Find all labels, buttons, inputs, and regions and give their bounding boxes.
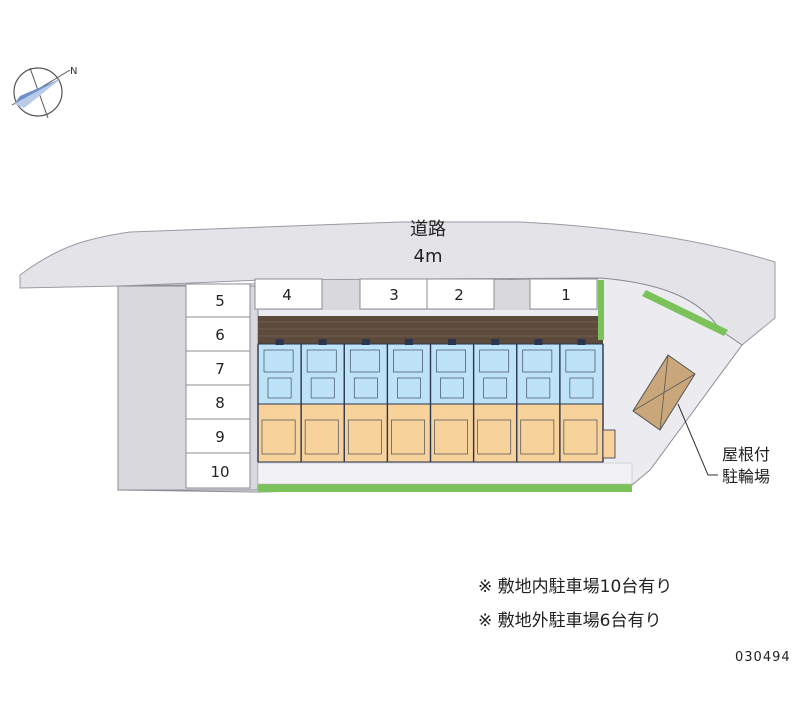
unit-room-main (347, 419, 382, 455)
parking-label-10: 10 (210, 463, 229, 481)
unit-room-upper (565, 349, 596, 373)
parking-label-8: 8 (215, 394, 225, 412)
unit-room-bath (310, 377, 335, 399)
parking-stall-10 (185, 452, 251, 489)
parking-label-9: 9 (215, 428, 225, 446)
apartment-building (257, 316, 604, 463)
unit-room-upper (522, 349, 553, 373)
unit-room-main (477, 419, 512, 455)
parking-label-5: 5 (215, 292, 225, 310)
unit-entrance-step (404, 339, 413, 345)
grass-strip-diagonal (642, 290, 728, 336)
building-roof-strip (258, 316, 603, 344)
grass-strip-bottom (258, 484, 632, 492)
unit-room-bath (483, 377, 508, 399)
parking-label-4: 4 (282, 286, 292, 304)
unit-entrance-step (448, 339, 457, 345)
unit-room-bath (353, 377, 378, 399)
parking-stall-5 (185, 283, 251, 318)
parking-stall-4 (254, 278, 323, 310)
parking-label-1: 1 (561, 286, 571, 304)
unit-entrance-step (318, 339, 327, 345)
unit-entrance-step (361, 339, 370, 345)
unit-room-upper (479, 349, 510, 373)
unit-room-upper (436, 349, 466, 373)
unit-room-bath (267, 377, 292, 399)
compass-icon: N (11, 66, 77, 119)
unit-room-bath (397, 377, 421, 399)
unit-room-main (391, 419, 425, 455)
parking-stall-7 (185, 350, 251, 386)
unit-room-upper (306, 349, 337, 373)
walkway (257, 462, 633, 485)
note-off-site-parking: ※ 敷地外駐車場6台有り (478, 611, 662, 631)
unit-room-upper (393, 349, 423, 373)
parking-stall-6 (185, 316, 251, 352)
unit-room-bath (526, 377, 551, 399)
property-code: 030494 (735, 650, 791, 665)
unit-room-upper (349, 349, 380, 373)
parking-stall-1 (529, 278, 598, 310)
note-on-site-parking: ※ 敷地内駐車場10台有り (478, 577, 673, 597)
compass-north-label: N (70, 66, 77, 77)
entrance-box (602, 429, 616, 459)
road-width: 4m (414, 246, 443, 267)
bicycle-shed-leader-line (677, 403, 718, 476)
unit-room-main (304, 419, 339, 455)
unit-entrance-step (577, 339, 586, 345)
parking-stall-9 (185, 418, 251, 454)
unit-entrance-step (491, 339, 500, 345)
road-name: 道路 (410, 219, 446, 240)
parking-label-6: 6 (215, 326, 225, 344)
parking-label-3: 3 (389, 286, 399, 304)
parking-stall-3 (359, 278, 428, 310)
unit-room-upper (263, 349, 294, 373)
bicycle-shed-label-line2: 駐輪場 (722, 467, 770, 486)
unit-entrance-step (534, 339, 543, 345)
unit-room-main (261, 419, 296, 455)
grass-strip-right (598, 280, 604, 340)
parking-notes: ※ 敷地内駐車場10台有り ※ 敷地外駐車場6台有り (478, 570, 672, 638)
parking-label-7: 7 (215, 360, 225, 378)
unit-room-bath (569, 377, 594, 399)
bicycle-shed (632, 354, 696, 431)
parking-stalls-top (254, 278, 598, 310)
unit-room-main (434, 419, 468, 455)
parking-stalls-left (185, 283, 251, 489)
unit-room-bath (440, 377, 464, 399)
unit-entrance-step (275, 339, 284, 345)
unit-room-main (520, 419, 555, 455)
unit-room-main (563, 419, 598, 455)
bicycle-shed-label-line1: 屋根付 (722, 445, 770, 464)
parking-stall-2 (426, 278, 495, 310)
parking-label-2: 2 (454, 286, 464, 304)
